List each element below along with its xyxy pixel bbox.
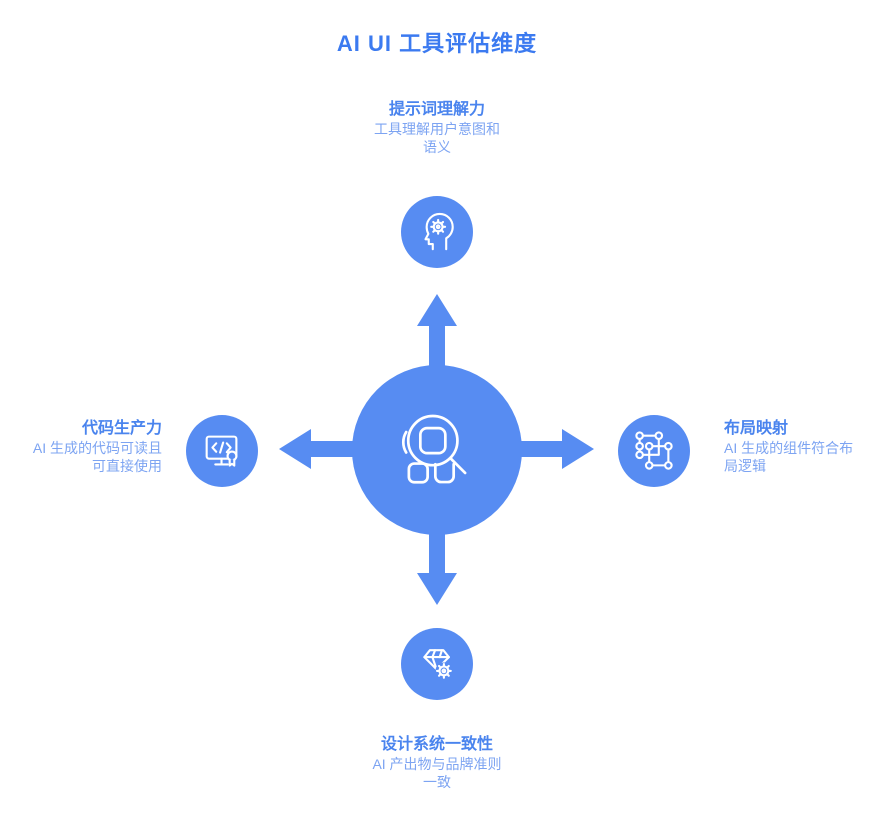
node-bottom-desc-line1: AI 产出物与品牌准则 xyxy=(372,756,502,772)
node-top-circle xyxy=(401,196,473,268)
node-bottom-title: 设计系统一致性 xyxy=(380,736,493,753)
node-bottom-circle xyxy=(401,628,473,700)
node-left-circle xyxy=(186,415,258,487)
node-left-text: 代码生产力 AI 生成的代码可读且 可直接使用 xyxy=(6,419,162,475)
center-hub-circle xyxy=(352,365,522,535)
arrow-down xyxy=(415,533,459,605)
head-gear-icon xyxy=(424,212,454,251)
arrow-left xyxy=(279,427,361,471)
page-title: AI UI 工具评估维度 xyxy=(336,31,538,56)
node-right-title: 布局映射 xyxy=(724,420,789,437)
gem-gear-icon xyxy=(423,649,453,680)
node-bottom-desc-line2: 一致 xyxy=(423,773,451,790)
arrow-right xyxy=(512,427,594,471)
code-monitor-award-icon xyxy=(205,435,238,467)
node-right-text: 布局映射 AI 生成的组件符合布 局逻辑 xyxy=(724,419,874,475)
node-left-desc-line2: 可直接使用 xyxy=(92,457,162,474)
node-left-desc-line1: AI 生成的代码可读且 xyxy=(32,440,162,456)
node-right-desc-line1: AI 生成的组件符合布 xyxy=(724,440,854,456)
node-right-desc-line2: 局逻辑 xyxy=(724,457,766,474)
node-left-title: 代码生产力 xyxy=(81,420,162,437)
node-top-title: 提示词理解力 xyxy=(388,101,485,118)
node-top-desc-line2: 语义 xyxy=(423,138,451,155)
node-top-desc-line1: 工具理解用户意图和 xyxy=(374,121,500,137)
node-right-circle xyxy=(618,415,690,487)
node-top-text: 提示词理解力 工具理解用户意图和 语义 xyxy=(317,100,557,156)
arrow-up xyxy=(415,294,459,366)
node-bottom-text: 设计系统一致性 AI 产出物与品牌准则 一致 xyxy=(317,735,557,791)
ui-inspect-magnifier-icon xyxy=(401,414,467,484)
layout-nodes-icon xyxy=(635,431,673,470)
